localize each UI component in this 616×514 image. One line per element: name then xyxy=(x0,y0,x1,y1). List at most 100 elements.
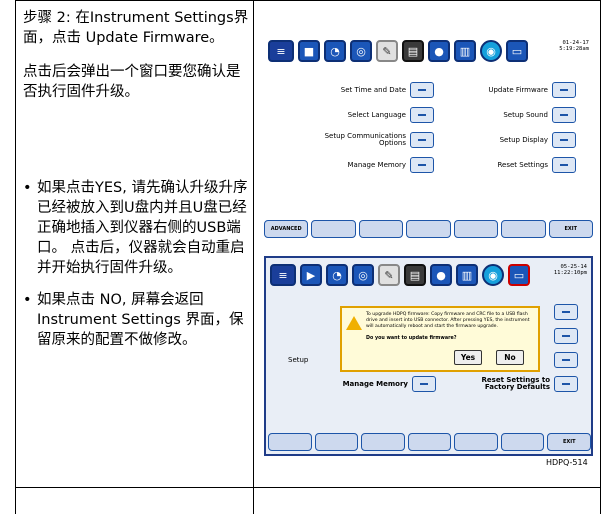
softkey-4[interactable] xyxy=(406,220,451,238)
no-button[interactable]: No xyxy=(496,350,524,365)
step-paragraph: 点击后会弹出一个窗口要您确认是否执行固件升级。 xyxy=(23,64,241,100)
tools-icon[interactable]: ✎ xyxy=(378,264,400,286)
notes-icon[interactable]: ▤ xyxy=(402,40,424,62)
battery-icon[interactable]: ▭ xyxy=(508,264,530,286)
clock-time: 11:22:10pm xyxy=(553,270,587,276)
settings-row: Manage Memory Reset Settings xyxy=(286,155,576,175)
softkey-2[interactable] xyxy=(311,220,356,238)
exit-button[interactable]: EXIT xyxy=(547,433,592,451)
settings-row: Setup Communications Options Setup Displ… xyxy=(286,130,576,150)
bullet-dot-icon: • xyxy=(23,292,32,308)
camera-icon[interactable]: ● xyxy=(430,264,452,286)
bullet-text: 如果点击 NO, 屏幕会返回 Instrument Settings 界面，保留… xyxy=(37,292,244,348)
reset-settings-button[interactable] xyxy=(552,157,576,173)
toolbar: ≡ ▶ ◔ ◎ ✎ ▤ ● ▥ ◉ ▭ xyxy=(270,260,530,290)
setup-display-button[interactable] xyxy=(552,132,576,148)
table-row-line xyxy=(15,487,601,488)
row2-right-button[interactable] xyxy=(554,328,578,344)
dialog-question: Do you want to update firmware? xyxy=(366,336,457,341)
yes-button[interactable]: Yes xyxy=(454,350,482,365)
step-title: 步骤 2: 在Instrument Settings界面，点击 Update F… xyxy=(23,10,249,46)
report-icon[interactable]: ▥ xyxy=(454,40,476,62)
clock-time: 5:19:28am xyxy=(559,46,589,52)
stop-icon[interactable]: ■ xyxy=(298,40,320,62)
notes-icon[interactable]: ▤ xyxy=(404,264,426,286)
menu-icon[interactable]: ≡ xyxy=(268,40,294,62)
table-top xyxy=(15,0,601,1)
settings-row: Setup xyxy=(288,350,578,370)
softkey-bar: EXIT xyxy=(268,433,592,451)
meter-icon[interactable]: ◔ xyxy=(326,264,348,286)
update-firmware-button[interactable] xyxy=(552,82,576,98)
clock: 01-24-17 5:19:28am xyxy=(559,40,589,52)
update-firmware: Update Firmware xyxy=(444,80,576,100)
row-right xyxy=(446,302,578,322)
scope-icon[interactable]: ◎ xyxy=(352,264,374,286)
setup-sound: Setup Sound xyxy=(444,105,576,125)
softkey-3[interactable] xyxy=(361,433,405,451)
wifi-icon[interactable]: ◉ xyxy=(482,264,504,286)
bullet-dot-icon: • xyxy=(23,180,32,196)
set-time-date: Set Time and Date xyxy=(286,80,434,100)
instruction-text: 步骤 2: 在Instrument Settings界面，点击 Update F… xyxy=(23,8,251,116)
manage-memory: Manage Memory xyxy=(286,155,434,175)
firmware-confirm-screen: ≡ ▶ ◔ ◎ ✎ ▤ ● ▥ ◉ ▭ 05-25-14 11:22:10pm … xyxy=(264,256,593,456)
table-divider xyxy=(253,0,254,514)
row-right xyxy=(446,350,578,370)
select-language: Select Language xyxy=(286,105,434,125)
setup-partial: Setup xyxy=(288,355,309,364)
report-icon[interactable]: ▥ xyxy=(456,264,478,286)
tools-icon[interactable]: ✎ xyxy=(376,40,398,62)
manage-memory: Manage Memory xyxy=(288,374,436,394)
softkey-6[interactable] xyxy=(500,433,545,451)
row-right xyxy=(446,326,578,346)
softkey-5[interactable] xyxy=(453,220,499,238)
setup-communications-button[interactable] xyxy=(410,132,434,148)
clock-date: 05-25-14 xyxy=(560,264,588,270)
settings-row: Select Language Setup Sound xyxy=(286,105,576,125)
reset-settings: Reset Settings xyxy=(444,155,576,175)
softkey-2[interactable] xyxy=(314,433,359,451)
settings-row: Manage Memory Reset Settings to Factory … xyxy=(288,374,578,394)
row1-right-button[interactable] xyxy=(554,304,578,320)
menu-icon[interactable]: ≡ xyxy=(270,264,296,286)
clock-date: 01-24-17 xyxy=(562,40,590,46)
exit-button[interactable]: EXIT xyxy=(548,220,593,238)
softkey-4[interactable] xyxy=(407,433,452,451)
manage-memory-button[interactable] xyxy=(412,376,436,392)
reset-factory: Reset Settings to Factory Defaults xyxy=(446,374,578,394)
meter-icon[interactable]: ◔ xyxy=(324,40,346,62)
dialog-message: To upgrade HDPQ firmware: Copy firmware … xyxy=(366,312,530,329)
table-border-left xyxy=(15,0,16,514)
warning-icon xyxy=(346,316,362,330)
table-frame xyxy=(15,0,601,514)
softkey-1[interactable] xyxy=(268,433,312,451)
advanced-button[interactable]: ADVANCED xyxy=(264,220,309,238)
reset-factory-button[interactable] xyxy=(554,376,578,392)
manage-memory-button[interactable] xyxy=(410,157,434,173)
setup-display: Setup Display xyxy=(444,130,576,150)
settings-row xyxy=(288,302,578,322)
setup-sound-button[interactable] xyxy=(552,107,576,123)
set-time-button[interactable] xyxy=(410,82,434,98)
softkey-5[interactable] xyxy=(454,433,498,451)
settings-row: Set Time and Date Update Firmware xyxy=(286,80,576,100)
bullet-list: • 如果点击YES, 请先确认升级升序已经被放入到U盘内并且U盘已经正确地插入到… xyxy=(23,178,251,362)
row3-right-button[interactable] xyxy=(554,352,578,368)
setup-communications: Setup Communications Options xyxy=(286,130,434,150)
camera-icon[interactable]: ● xyxy=(428,40,450,62)
clock: 05-25-14 11:22:10pm xyxy=(554,264,587,276)
softkey-3[interactable] xyxy=(358,220,404,238)
play-icon[interactable]: ▶ xyxy=(300,264,322,286)
select-language-button[interactable] xyxy=(410,107,434,123)
settings-row xyxy=(288,326,578,346)
instrument-settings-screen: ≡ ■ ◔ ◎ ✎ ▤ ● ▥ ◉ ▭ 01-24-17 5:19:28am S… xyxy=(264,28,593,250)
battery-icon[interactable]: ▭ xyxy=(506,40,528,62)
firmware-dialog: To upgrade HDPQ firmware: Copy firmware … xyxy=(340,306,540,372)
bullet-no: • 如果点击 NO, 屏幕会返回 Instrument Settings 界面，… xyxy=(23,290,251,350)
wifi-icon[interactable]: ◉ xyxy=(480,40,502,62)
bullet-yes: • 如果点击YES, 请先确认升级升序已经被放入到U盘内并且U盘已经正确地插入到… xyxy=(23,178,251,278)
softkey-bar: ADVANCED EXIT xyxy=(264,220,593,238)
softkey-6[interactable] xyxy=(501,220,546,238)
scope-icon[interactable]: ◎ xyxy=(350,40,372,62)
